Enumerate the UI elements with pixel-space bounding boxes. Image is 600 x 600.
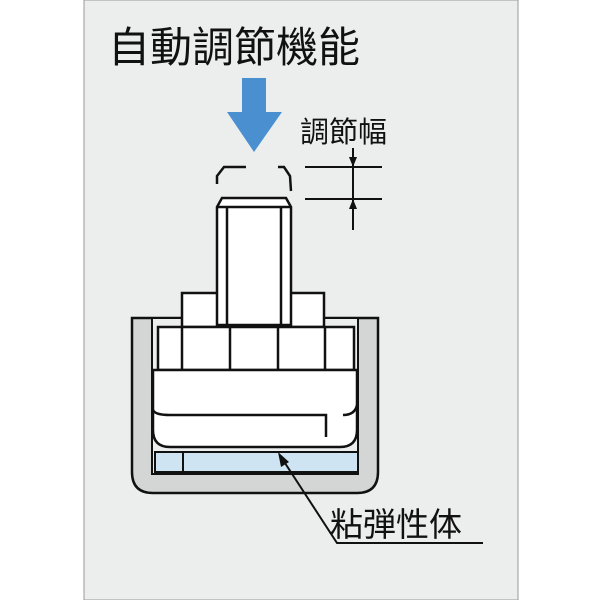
dimension-marker [305, 148, 382, 230]
pin [215, 196, 293, 327]
adjust-width-label: 調節幅 [300, 115, 387, 149]
leader-line [278, 452, 483, 544]
top-blocks [156, 325, 356, 372]
dashed-pin-outline [215, 165, 293, 192]
down-arrow-icon [227, 78, 282, 152]
material-label: 粘弾性体 [330, 505, 462, 544]
title-text: 自動調節機能 [108, 23, 360, 72]
elastic-layer [154, 451, 359, 473]
body [151, 368, 359, 449]
